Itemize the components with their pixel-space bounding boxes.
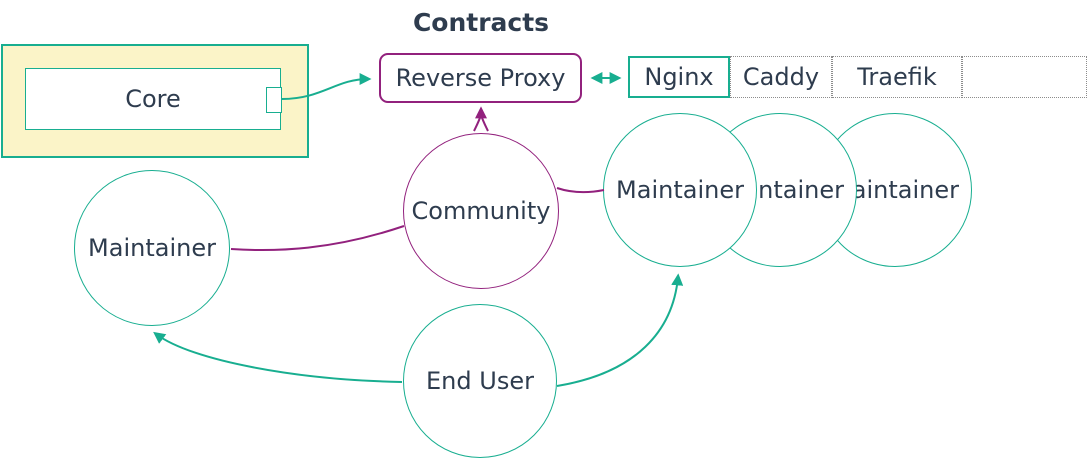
core-port bbox=[266, 87, 282, 113]
cell-traefik-label: Traefik bbox=[857, 63, 937, 91]
maintainer-right-1-label: Maintainer bbox=[616, 176, 744, 204]
reverse-proxy-node: Reverse Proxy bbox=[379, 53, 582, 103]
edge-community-to-maintainer-left bbox=[230, 225, 405, 252]
edge-community-to-reverse-proxy-fork-right bbox=[480, 114, 489, 132]
cell-traefik: Traefik bbox=[832, 56, 962, 98]
maintainer-left-label: Maintainer bbox=[88, 234, 216, 262]
end-user-node: End User bbox=[403, 304, 557, 458]
cell-caddy: Caddy bbox=[730, 56, 832, 98]
cell-caddy-label: Caddy bbox=[742, 63, 820, 91]
reverse-proxy-label: Reverse Proxy bbox=[395, 64, 566, 92]
community-label: Community bbox=[411, 197, 551, 225]
community-node: Community bbox=[403, 133, 559, 289]
edge-end-user-to-maintainer-right bbox=[556, 273, 684, 387]
edge-community-to-maintainer-right bbox=[556, 187, 605, 194]
maintainer-left-node: Maintainer bbox=[74, 170, 230, 326]
end-user-label: End User bbox=[426, 367, 534, 395]
diagram-title: Contracts bbox=[412, 8, 550, 37]
cell-empty-placeholder bbox=[962, 56, 1087, 98]
cell-nginx: Nginx bbox=[628, 56, 730, 98]
edge-end-user-to-maintainer-left bbox=[153, 331, 403, 383]
cell-nginx-label: Nginx bbox=[644, 63, 714, 91]
maintainer-right-1-node: Maintainer bbox=[603, 113, 757, 267]
core-node: Core bbox=[25, 68, 281, 130]
edge-community-to-reverse-proxy-fork-left bbox=[473, 114, 482, 132]
core-node-label: Core bbox=[125, 85, 181, 113]
